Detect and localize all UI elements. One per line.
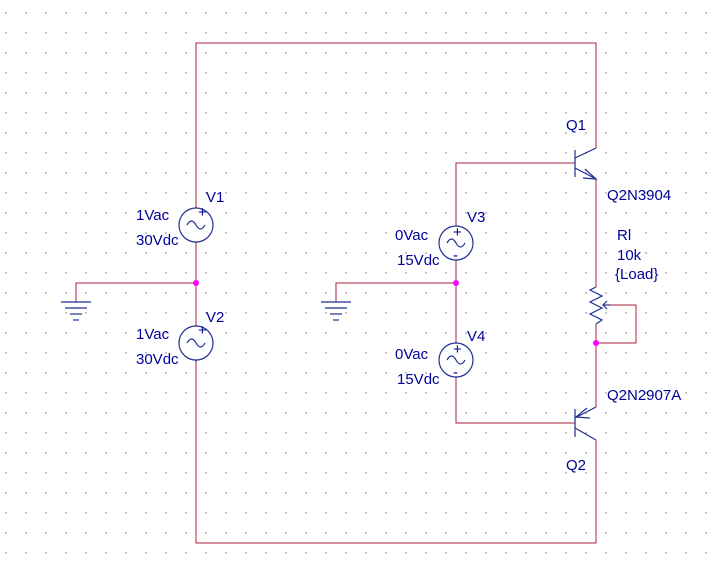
pnp-transistor-icon[interactable] xyxy=(574,406,597,441)
q2-name-label: Q2 xyxy=(566,457,586,474)
voltage-source-icon[interactable]: + - xyxy=(438,224,474,264)
voltage-source-icon[interactable]: + xyxy=(178,204,214,243)
svg-text:+: + xyxy=(198,204,207,221)
svg-text:-: - xyxy=(453,364,458,381)
svg-text:-: - xyxy=(453,247,458,264)
v2-ac-label: 1Vac xyxy=(136,326,170,343)
wire-mid-ground[interactable] xyxy=(335,282,456,302)
resistor-name-label: Rl xyxy=(617,227,631,244)
v4-dc-label: 15Vdc xyxy=(397,371,440,388)
svg-text:+: + xyxy=(453,341,462,358)
wire-q1-base[interactable] xyxy=(455,162,575,226)
junction-dot xyxy=(193,280,199,286)
v3-name-label: V3 xyxy=(467,209,485,226)
labels: V1 1Vac 30Vdc V2 1Vac 30Vdc V3 0Vac 15Vd… xyxy=(136,117,681,474)
v3-ac-label: 0Vac xyxy=(395,227,429,244)
svg-text:+: + xyxy=(198,322,207,339)
wire-bottom-rail[interactable] xyxy=(195,362,597,544)
resistor-value-label: 10k xyxy=(617,247,642,264)
junctions xyxy=(193,280,599,346)
v1-dc-label: 30Vdc xyxy=(136,232,179,249)
junction-dot xyxy=(593,340,599,346)
npn-transistor-icon[interactable] xyxy=(574,147,598,180)
wire-q2-base[interactable] xyxy=(455,378,575,424)
q1-name-label: Q1 xyxy=(566,117,586,134)
potentiometer-icon[interactable] xyxy=(588,286,610,325)
v2-name-label: V2 xyxy=(206,309,224,326)
voltage-source-icon[interactable]: + xyxy=(178,322,214,362)
svg-text:+: + xyxy=(453,224,462,241)
ground-icon[interactable] xyxy=(321,301,351,321)
q2-model-label: Q2N2907A xyxy=(607,387,681,404)
v1-ac-label: 1Vac xyxy=(136,207,170,224)
wire-left-ground[interactable] xyxy=(75,282,196,302)
resistor-param-label: {Load} xyxy=(615,266,658,283)
wires xyxy=(75,42,637,544)
wire-top-rail[interactable] xyxy=(195,42,597,207)
ground-icon[interactable] xyxy=(61,301,91,321)
q1-model-label: Q2N3904 xyxy=(607,187,671,204)
v1-name-label: V1 xyxy=(206,189,224,206)
v3-dc-label: 15Vdc xyxy=(397,252,440,269)
v4-name-label: V4 xyxy=(467,328,485,345)
voltage-source-icon[interactable]: + - xyxy=(438,341,474,381)
v2-dc-label: 30Vdc xyxy=(136,351,179,368)
wire-wiper-loop[interactable] xyxy=(596,304,637,344)
v4-ac-label: 0Vac xyxy=(395,346,429,363)
junction-dot xyxy=(453,280,459,286)
